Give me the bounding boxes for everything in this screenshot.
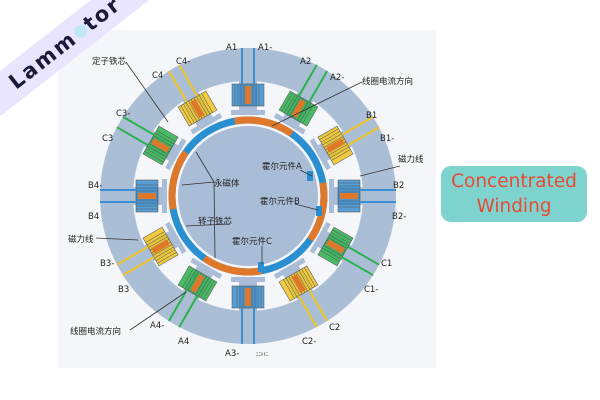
label-a4: A4	[178, 337, 189, 347]
rotor-core	[178, 126, 318, 266]
small-text: ﾆﾆﾄﾄﾆ	[256, 352, 269, 358]
label-magnet: 永磁体	[214, 178, 240, 189]
stator-teeth	[100, 48, 396, 344]
tooth-8-phase-b	[167, 257, 223, 328]
leader-lines	[95, 61, 401, 331]
label-a3-minus: A3-	[225, 349, 239, 359]
label-hall-c: 霍尔元件C	[232, 236, 272, 247]
label-b4-minus: B4-	[88, 181, 102, 191]
tooth-12-phase-c	[167, 64, 223, 135]
label-b1-minus: B1-	[380, 134, 394, 144]
hall-sensor-a	[307, 171, 313, 181]
tooth-7-phase-a	[231, 277, 265, 344]
label-b3: B3	[118, 285, 129, 295]
label-b1: B1	[366, 111, 377, 121]
pin-labels: A1 A1- A2 A2- B1 B1- B2 B2- C1 C1- C2 C2…	[88, 43, 406, 359]
label-c1-minus: C1-	[364, 285, 378, 295]
label-stator-core: 定子铁芯	[92, 56, 127, 67]
label-c2: C2	[329, 323, 340, 333]
label-rotor-core: 转子铁芯	[198, 216, 233, 227]
label-c2-minus: C2-	[302, 337, 316, 347]
concentrated-winding-badge: Concentrated Winding	[441, 166, 587, 222]
label-b4: B4	[88, 212, 99, 222]
magnet-segment-3	[202, 255, 262, 276]
tooth-3-phase-c	[309, 115, 380, 171]
label-hall-a: 霍尔元件A	[262, 161, 302, 172]
label-b2: B2	[393, 181, 404, 191]
magnet-segment-4	[168, 150, 189, 210]
label-b2-minus: B2-	[392, 212, 406, 222]
badge-line-2: Winding	[476, 196, 552, 217]
label-c3: C3	[102, 134, 113, 144]
tooth-6-phase-c	[273, 257, 329, 328]
label-hall-b: 霍尔元件B	[260, 196, 300, 207]
badge-line-1: Concentrated	[451, 171, 577, 192]
label-a2: A2	[300, 57, 311, 67]
tooth-5-phase-b	[309, 221, 380, 277]
label-a4-minus: A4-	[150, 321, 164, 331]
label-a1: A1	[226, 43, 237, 53]
magnet-orange-segments	[168, 116, 328, 276]
tooth-4-phase-a	[329, 179, 396, 213]
label-coil-current-bottom: 线圈电流方向	[70, 326, 121, 337]
label-flux-right: 磁力线	[398, 154, 424, 165]
label-c4: C4	[152, 71, 163, 81]
label-c3-minus: C3-	[116, 109, 130, 119]
hall-sensor-b	[316, 206, 322, 216]
label-b3-minus: B3-	[100, 259, 114, 269]
label-c4-minus: C4-	[176, 57, 190, 67]
label-coil-current-top: 线圈电流方向	[362, 76, 413, 87]
tooth-1-phase-a	[231, 48, 265, 115]
magnet-segment-1	[234, 116, 294, 137]
label-c1: C1	[381, 259, 392, 269]
tooth-11-phase-b	[116, 115, 187, 171]
tooth-2-phase-b	[273, 64, 329, 135]
tooth-9-phase-c	[116, 221, 187, 277]
tooth-10-phase-a	[100, 179, 167, 213]
hall-sensor-c	[258, 262, 264, 272]
label-flux-left: 磁力线	[68, 234, 94, 245]
label-a1-minus: A1-	[258, 43, 272, 53]
magnet-segment-2	[307, 182, 328, 242]
label-a2-minus: A2-	[330, 73, 344, 83]
